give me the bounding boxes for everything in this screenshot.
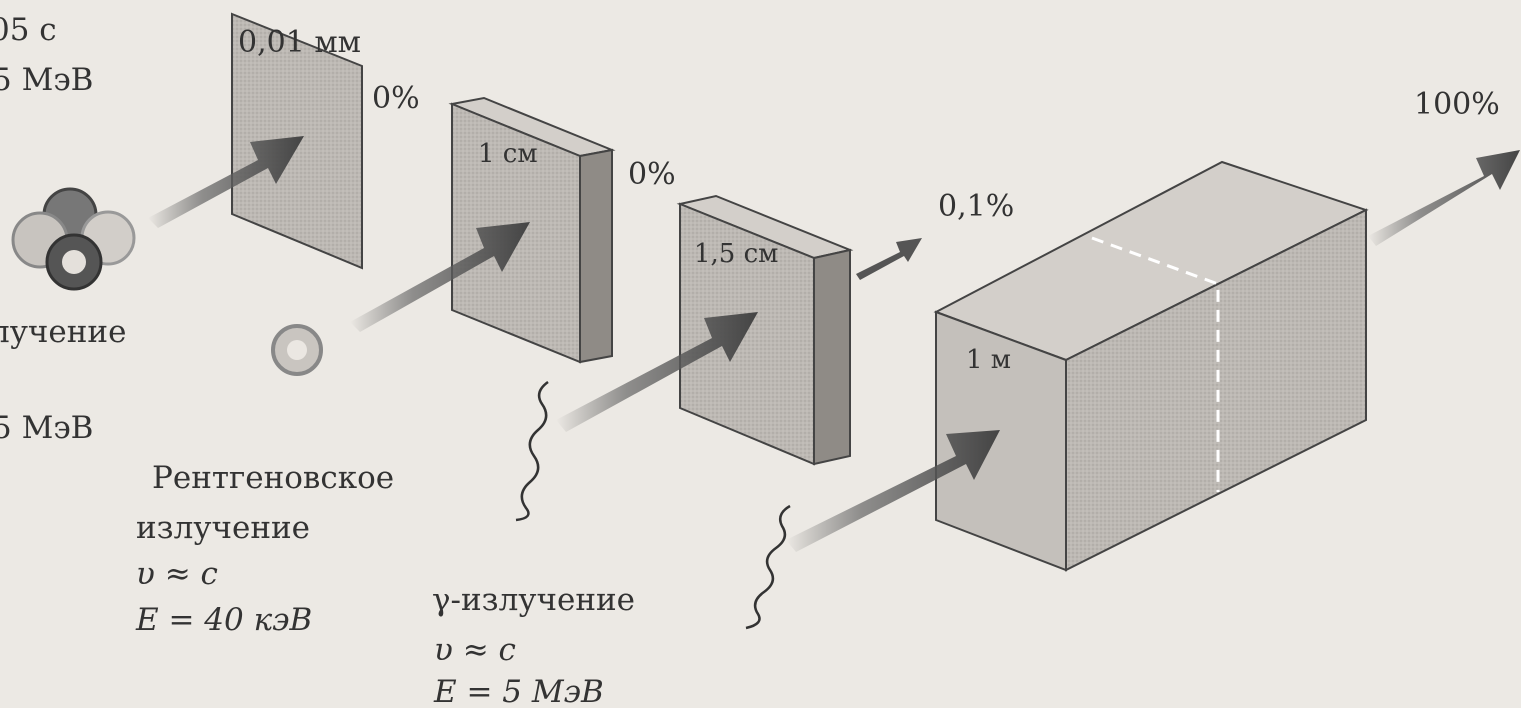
beta-label: лучение [0, 314, 126, 350]
barrier-aluminum-block [448, 96, 616, 364]
barrier-concrete-block [933, 160, 1369, 572]
xray-arrow-icon [556, 312, 758, 432]
barrier-4-transmission-label: 100% [1414, 87, 1500, 122]
gamma-transmitted-arrow-icon [1368, 150, 1520, 246]
xray-wave-icon [515, 380, 549, 522]
barrier-1-thickness-label: 0,01 мм [238, 25, 361, 60]
xray-title: Рентгеновское [152, 460, 394, 496]
gamma-arrow-icon [786, 430, 1000, 552]
xray-transmitted-arrow-icon [856, 238, 922, 280]
beta-particle-icon [271, 324, 323, 376]
xray-energy-label: E = 40 кэВ [135, 602, 312, 638]
alpha-particle-icon [11, 187, 136, 291]
barrier-3-transmission-label: 0,1% [938, 189, 1014, 224]
barrier-1-transmission-label: 0% [372, 81, 420, 116]
barrier-3-thickness-label: 1,5 см [694, 239, 778, 269]
gamma-title: γ-излучение [432, 582, 635, 618]
gamma-wave-icon [745, 504, 791, 630]
barrier-2-thickness-label: 1 см [478, 139, 538, 169]
alpha-arrow-icon [148, 136, 304, 228]
alpha-energy-label: 5 МэВ [0, 62, 93, 98]
barrier-2-transmission-label: 0% [628, 157, 676, 192]
barrier-4-thickness-label: 1 м [966, 345, 1011, 375]
barrier-lead-block [676, 194, 854, 466]
gamma-energy-label: E = 5 МэВ [433, 674, 604, 708]
beta-energy-label: 5 МэВ [0, 410, 93, 446]
xray-velocity-label: υ ≈ c [136, 556, 218, 592]
beta-arrow-icon [350, 222, 530, 332]
alpha-time-label: 05 с [0, 12, 57, 48]
xray-title-line2: излучение [136, 510, 310, 546]
gamma-velocity-label: υ ≈ c [434, 632, 516, 668]
